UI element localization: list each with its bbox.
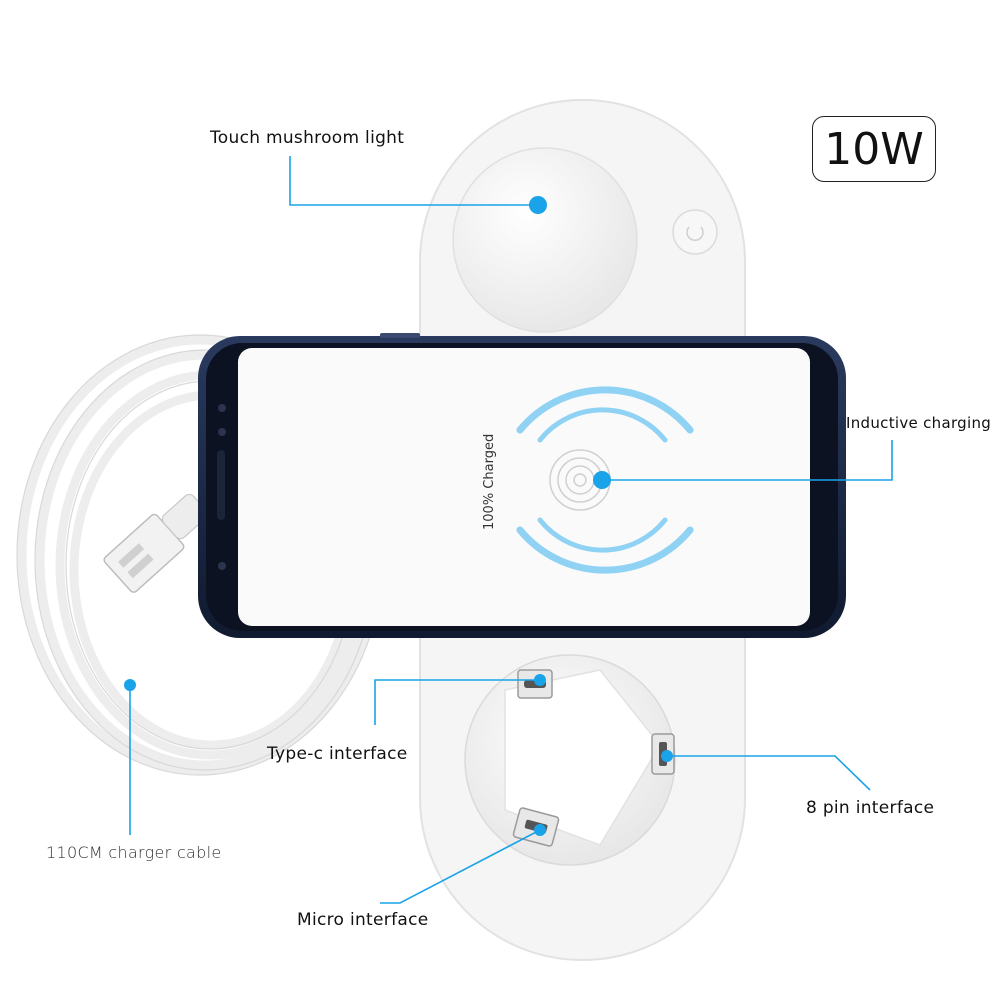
label-eight-pin: 8 pin interface	[806, 798, 935, 818]
usb-plug	[103, 493, 208, 593]
mushroom-lamp	[452, 147, 638, 333]
multi-port-dock	[464, 654, 676, 866]
wireless-waves	[516, 386, 694, 574]
callout-dots	[124, 196, 673, 836]
label-micro: Micro interface	[297, 910, 429, 930]
power-badge: 10W	[812, 116, 936, 182]
callout-lines	[129, 156, 893, 904]
phone-screen	[238, 348, 810, 626]
phone	[198, 333, 846, 638]
label-mushroom-light: Touch mushroom light	[210, 128, 405, 148]
mushroom-dot	[529, 196, 547, 214]
cable-dot	[124, 679, 136, 691]
inductive-dot	[593, 471, 611, 489]
charged-status: 100% Charged	[482, 433, 497, 530]
power-button	[672, 209, 718, 255]
eight-pin-dot	[661, 750, 673, 762]
type-c-dot	[534, 674, 546, 686]
micro-dot	[534, 824, 546, 836]
label-inductive-charging: Inductive charging	[846, 414, 992, 432]
label-type-c: Type-c interface	[267, 744, 408, 764]
label-cable: 110CM charger cable	[46, 843, 222, 862]
